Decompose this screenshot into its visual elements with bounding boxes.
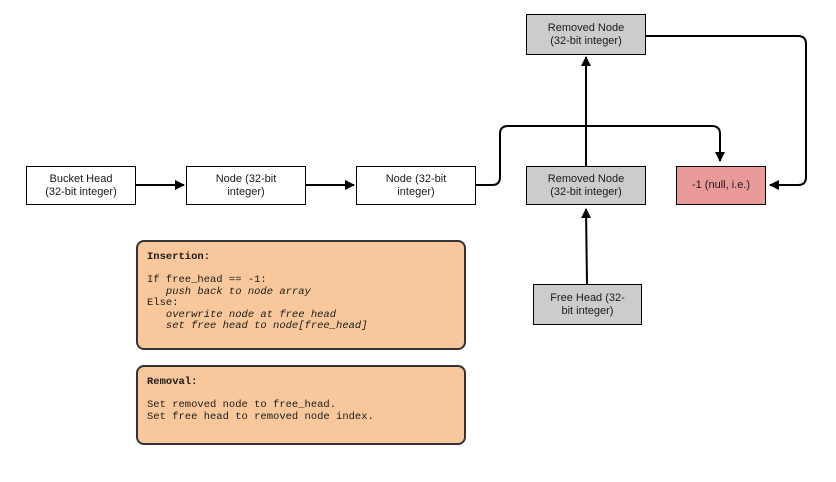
removal-note: Removal: Set removed node to free_head. … [136,365,466,445]
insertion-line: push back to node array [147,285,311,298]
bucket-head-label: Bucket Head (32-bit integer) [45,172,117,198]
removed-node-top: Removed Node (32-bit integer) [526,14,646,55]
removal-title: Removal: [147,376,198,388]
node-2-label: Node (32-bit integer) [385,172,447,198]
arrow-freehead-to-removedmid [581,208,592,285]
insertion-line: Else: [147,297,179,309]
insertion-note: Insertion: If free_head == -1: push back… [136,240,466,350]
bucket-head-node: Bucket Head (32-bit integer) [26,166,136,205]
insertion-title: Insertion: [147,251,211,263]
node-2: Node (32-bit integer) [356,166,476,205]
insertion-line: set free head to node[free_head] [147,320,368,332]
null-node: -1 (null, i.e.) [676,166,766,205]
null-node-label: -1 (null, i.e.) [691,179,751,191]
arrow-node2-to-null [476,125,725,186]
free-head-node: Free Head (32- bit integer) [533,284,642,325]
node-1: Node (32-bit integer) [186,166,306,205]
node-1-label: Node (32-bit integer) [215,172,277,198]
removed-node-mid-label: Removed Node (32-bit integer) [547,172,625,198]
free-head-label: Free Head (32- bit integer) [550,291,625,317]
arrow-removedtop-to-null [646,35,807,190]
removed-node-top-label: Removed Node (32-bit integer) [547,21,625,47]
removed-node-mid: Removed Node (32-bit integer) [526,166,646,205]
removal-line: Set free head to removed node index. [147,410,374,423]
insertion-line: If free_head == -1: [147,274,267,286]
insertion-line: overwrite node at free head [147,308,337,321]
removal-line: Set removed node to free_head. [147,399,337,411]
